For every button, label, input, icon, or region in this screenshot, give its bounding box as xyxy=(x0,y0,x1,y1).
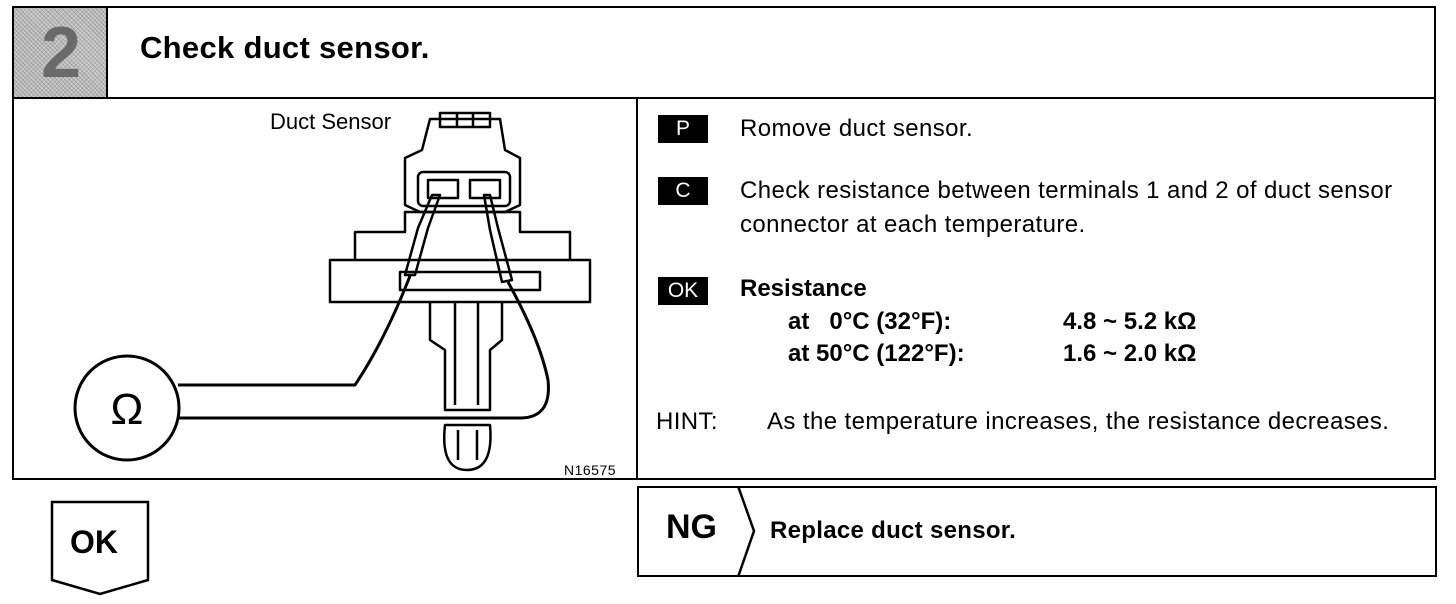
lead-wire-1 xyxy=(178,275,412,387)
lead-wire-2 xyxy=(178,281,550,420)
figure-code: N16575 xyxy=(564,462,617,478)
ng-action-text: Replace duct sensor. xyxy=(770,517,1017,544)
duct-sensor-label: Duct Sensor xyxy=(270,109,392,134)
sensor-stem xyxy=(428,302,504,412)
connector-socket xyxy=(416,170,512,208)
ok-result-label: OK xyxy=(70,524,118,560)
ohmmeter xyxy=(73,354,181,462)
sensor-flange xyxy=(328,210,592,304)
column-divider xyxy=(636,97,638,480)
ng-result-label: NG xyxy=(666,508,717,546)
step-number-box xyxy=(14,8,108,97)
procedure-frame xyxy=(12,6,1436,480)
hint-text: As the temperature increases, the resist… xyxy=(767,408,1390,435)
step-number: 2 xyxy=(40,12,82,93)
resistance-row-1-label: at 0°C (32°F): xyxy=(788,308,952,335)
ok-tag: OK xyxy=(658,277,708,305)
resistance-row-1-value: 4.8 ~ 5.2 kΩ xyxy=(1063,308,1197,335)
check-text: Check resistance between terminals 1 and… xyxy=(740,177,1393,238)
ok-arrow-box xyxy=(50,500,150,596)
resistance-row-2-value: 1.6 ~ 2.0 kΩ xyxy=(1063,340,1197,367)
ng-chevron-icon xyxy=(736,486,756,577)
prepare-tag: P xyxy=(658,115,708,143)
hint-label: HINT: xyxy=(656,408,718,435)
resistance-row-2-label: at 50°C (122°F): xyxy=(788,340,965,367)
duct-sensor-diagram: Ω xyxy=(73,111,592,472)
probe-left xyxy=(403,193,442,277)
check-tag: C xyxy=(658,177,708,205)
ng-result-box xyxy=(637,486,1437,577)
resistance-title: Resistance xyxy=(740,275,867,302)
page-title: Check duct sensor. xyxy=(140,30,430,65)
probe-right xyxy=(482,193,514,284)
sensor-tip xyxy=(443,423,492,472)
connector-housing xyxy=(403,117,522,214)
prepare-text: Romove duct sensor. xyxy=(740,115,974,142)
header-divider xyxy=(12,97,1436,99)
ohm-symbol: Ω xyxy=(111,385,144,434)
